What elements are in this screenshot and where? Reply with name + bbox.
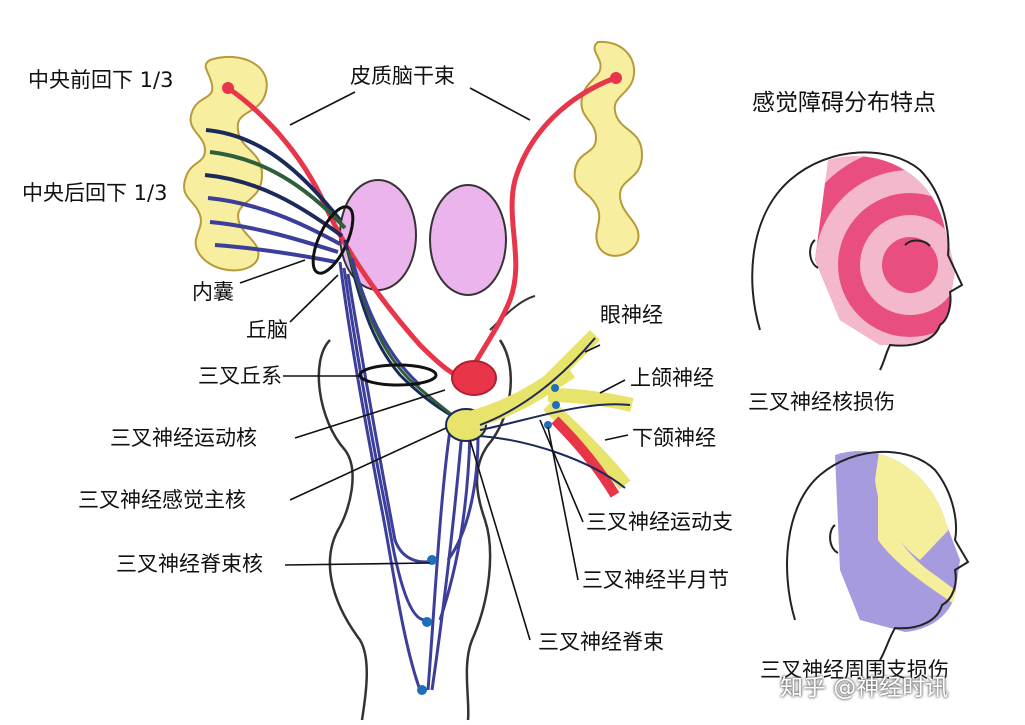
left-cortex-gyri	[183, 55, 268, 272]
label-trigeminal-lemniscus: 三叉丘系	[198, 364, 282, 388]
label-spinal-tract: 三叉神经脊束	[538, 630, 664, 654]
ophthalmic-branch	[543, 330, 600, 387]
head-nucleus-lesion	[751, 151, 964, 371]
ventricle-line	[489, 295, 536, 331]
precentral-origin-right	[610, 72, 622, 84]
label-semilunar-ganglion: 三叉神经半月节	[582, 568, 729, 592]
trigeminal-lemniscus-bundle	[338, 239, 466, 691]
thalamus-right-lobe	[429, 184, 507, 296]
spinal-nucleus-dots	[417, 555, 437, 695]
mandibular-branch	[543, 399, 631, 490]
motor-nucleus-shape	[451, 360, 497, 396]
panel-title: 感觉障碍分布特点	[752, 90, 936, 116]
label-internal-capsule: 内囊	[192, 280, 234, 304]
caption-nucleus-lesion: 三叉神经核损伤	[748, 390, 895, 414]
label-corticobulbar-tract: 皮质脑干束	[350, 64, 455, 88]
caption-peripheral-lesion: 三叉神经周围支损伤	[760, 658, 949, 682]
spinal-tract-fibers	[426, 429, 480, 691]
motor-branch-red	[551, 416, 620, 498]
label-postcentral-lower: 中央后回下 1/3	[22, 181, 168, 205]
leader-lines	[239, 87, 629, 641]
label-thalamus: 丘脑	[246, 318, 288, 342]
label-principal-sensory-nucleus: 三叉神经感觉主核	[78, 488, 246, 512]
semilunar-ganglion-dots	[544, 384, 560, 429]
label-motor-branch: 三叉神经运动支	[586, 510, 733, 534]
precentral-origin-left	[222, 82, 234, 94]
label-precentral-lower: 中央前回下 1/3	[28, 68, 174, 92]
label-spinal-nucleus: 三叉神经脊束核	[116, 552, 263, 576]
label-motor-nucleus: 三叉神经运动核	[110, 426, 257, 450]
brainstem-outline	[317, 339, 513, 721]
lemniscus-ring	[358, 363, 438, 387]
label-mandibular-nerve: 下颌神经	[632, 426, 716, 450]
maxillary-branch	[547, 388, 634, 412]
label-ophthalmic-nerve: 眼神经	[600, 303, 663, 327]
corticobulbar-tract-right	[467, 75, 616, 374]
watermark: 知乎 @神经时讯	[780, 675, 949, 701]
ganglion-fibers	[479, 337, 631, 489]
right-cortex-gyri	[573, 40, 644, 257]
label-maxillary-nerve: 上颌神经	[630, 366, 714, 390]
thalamocortical-fibers	[204, 128, 347, 264]
head-peripheral-lesion	[786, 450, 970, 661]
